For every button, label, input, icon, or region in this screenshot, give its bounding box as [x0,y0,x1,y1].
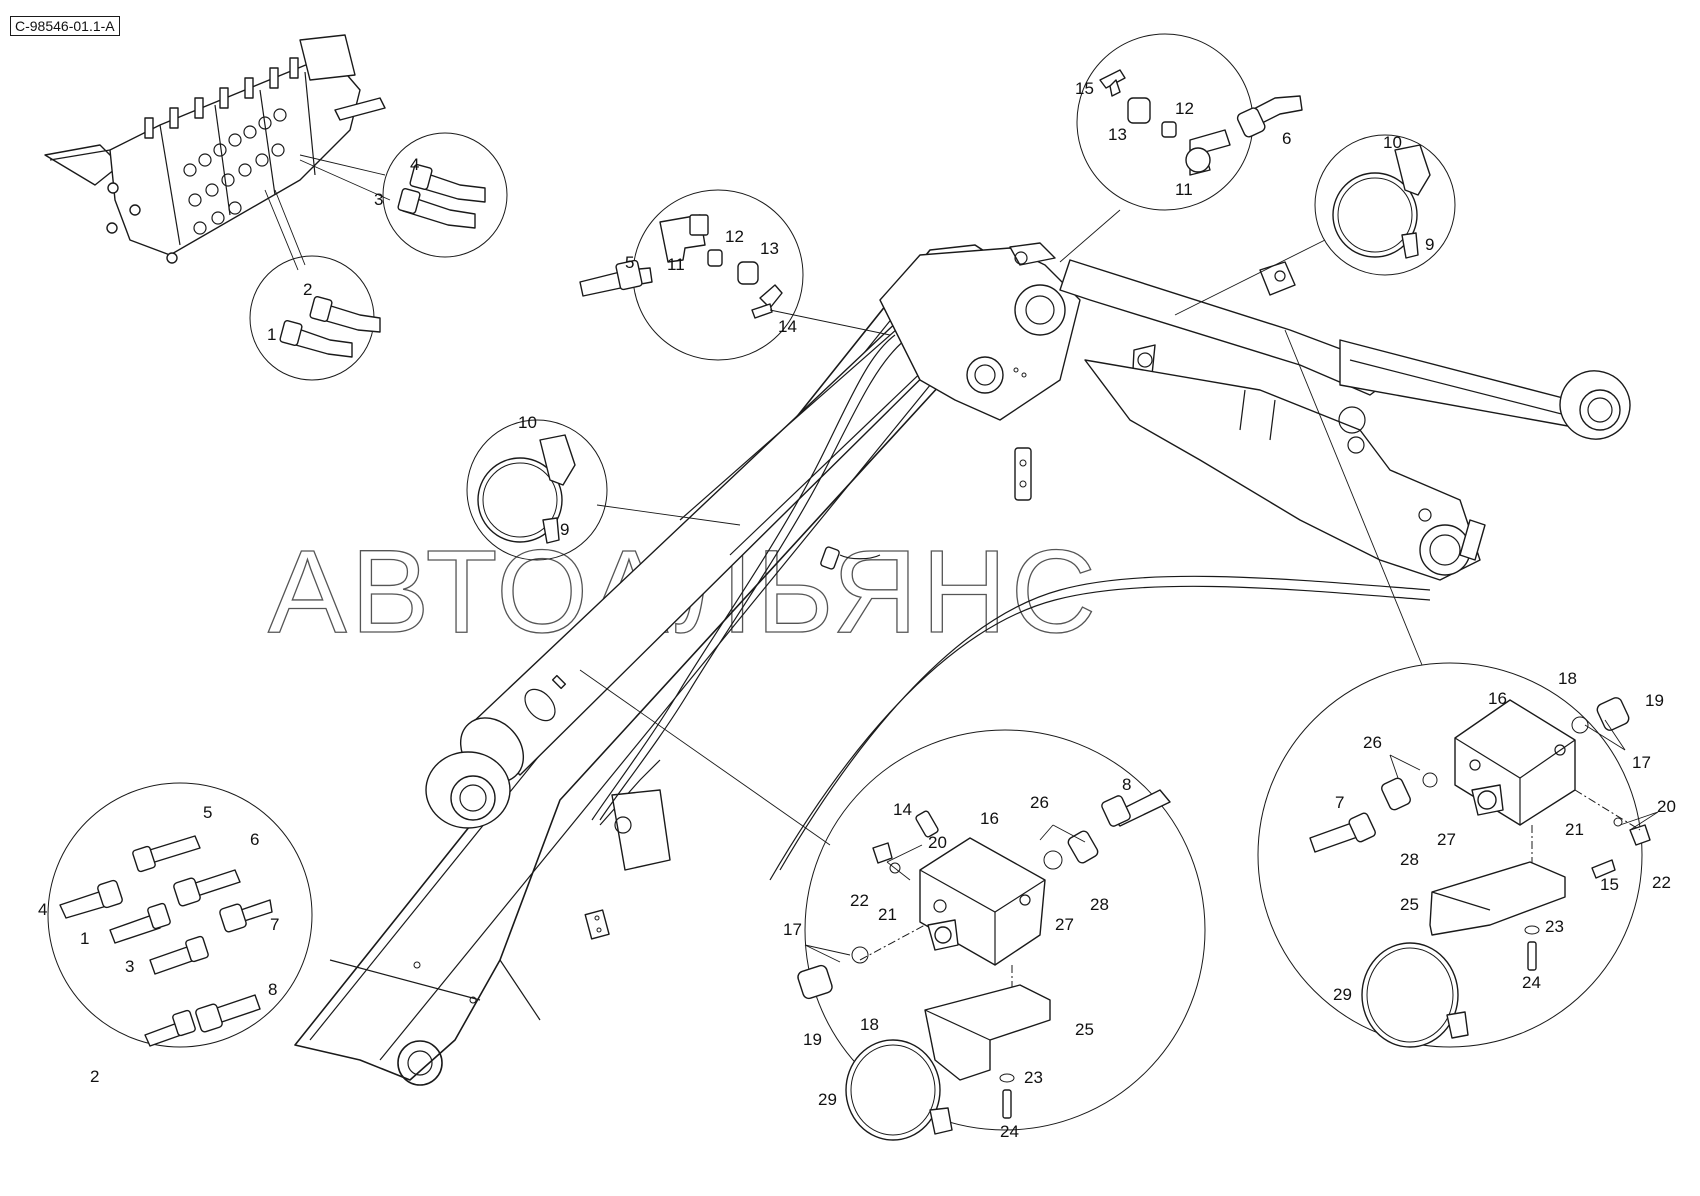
boom-arm [294,242,1431,1086]
callout-19: 19 [803,1030,822,1049]
callout-23: 23 [1024,1068,1043,1087]
callout-25: 25 [1075,1020,1094,1039]
callout-17: 17 [783,920,802,939]
callout-20: 20 [1657,797,1676,816]
callout-15: 15 [1600,875,1619,894]
callout-4: 4 [410,155,419,174]
callout-17: 17 [1632,753,1651,772]
callout-11: 11 [1175,180,1193,199]
dipper-cylinder [1059,259,1631,581]
callout-8: 8 [1122,775,1131,794]
callout-9: 9 [560,520,569,539]
callout-26: 26 [1030,793,1049,812]
callout-18: 18 [860,1015,879,1034]
callout-23: 23 [1545,917,1564,936]
callout-5: 5 [203,803,212,822]
detail-circle-valve-assembly-bottom-right: 16 18 19 17 26 7 27 28 20 21 15 22 25 23… [1257,329,1676,1048]
callout-27: 27 [1055,915,1074,934]
callout-24: 24 [1522,973,1541,992]
callout-7: 7 [1335,793,1344,812]
callout-10: 10 [518,413,537,432]
callout-3: 3 [125,957,134,976]
callout-25: 25 [1400,895,1419,914]
callout-21: 21 [878,905,897,924]
callout-18: 18 [1558,669,1577,688]
callout-7: 7 [270,915,279,934]
callout-6: 6 [1282,129,1291,148]
callout-16: 16 [1488,689,1507,708]
callout-16: 16 [980,809,999,828]
callout-28: 28 [1400,850,1419,869]
control-valve-block [44,34,391,271]
callout-20: 20 [928,833,947,852]
callout-26: 26 [1363,733,1382,752]
callout-29: 29 [818,1090,837,1109]
detail-circle-valve-assembly-bottom-center: 14 16 26 8 20 22 21 27 28 17 19 18 25 29… [579,669,1206,1141]
callout-10: 10 [1383,133,1402,152]
callout-27: 27 [1437,830,1456,849]
detail-circle-valve-fittings-3-4: 4 3 [374,132,508,258]
callout-15: 15 [1075,79,1094,98]
detail-circle-boom-fittings-right: 15 12 13 11 6 [1059,33,1303,263]
callout-12: 12 [1175,99,1194,118]
callout-13: 13 [760,239,779,258]
detail-circle-boom-fittings-left: 5 11 12 13 14 [579,189,891,361]
callout-3: 3 [374,190,383,209]
drawing-code-label: C-98546-01.1-A [10,16,120,36]
detail-circle-clamp-right: 10 9 [1174,133,1456,316]
callout-22: 22 [850,891,869,910]
callout-19: 19 [1645,691,1664,710]
callout-13: 13 [1108,125,1127,144]
callout-2: 2 [90,1067,99,1086]
callout-11: 11 [667,255,685,274]
callout-24: 24 [1000,1122,1019,1141]
callout-4: 4 [38,900,47,919]
callout-12: 12 [725,227,744,246]
callout-8: 8 [268,980,277,999]
callout-14: 14 [778,317,797,336]
callout-1: 1 [267,325,276,344]
callout-5: 5 [625,253,634,272]
callout-29: 29 [1333,985,1352,1004]
callout-6: 6 [250,830,259,849]
callout-22: 22 [1652,873,1671,892]
callout-28: 28 [1090,895,1109,914]
detail-circle-valve-fittings-1-2: 2 1 [249,255,381,381]
callout-9: 9 [1425,235,1434,254]
callout-1: 1 [80,929,89,948]
callout-21: 21 [1565,820,1584,839]
callout-2: 2 [303,280,312,299]
callout-14: 14 [893,800,912,819]
detail-circle-hose-fittings-bottom-left: 5 6 4 1 7 3 8 2 [38,782,313,1086]
detail-circle-clamp-left: 10 9 [466,413,741,561]
